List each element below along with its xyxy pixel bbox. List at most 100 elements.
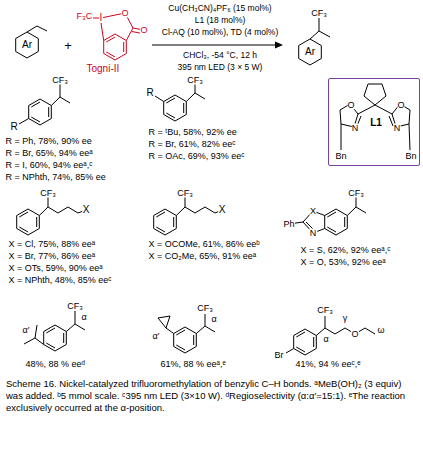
structure-stroke: [24, 311, 85, 345]
structure-stroke: [286, 316, 375, 353]
result-text: X = OCOMe, 61%, 86% eeᵇ: [148, 240, 260, 249]
structure-stroke: [294, 329, 317, 355]
atom-label: O: [347, 101, 354, 110]
result-text: R = I, 60%, 94% eeᵃ,ᶜ: [5, 161, 93, 170]
atom-label: O: [397, 101, 404, 110]
atom-label: Bn: [405, 152, 416, 161]
atom-label: R: [146, 88, 154, 98]
atom-label: CHCl₃, -54 °C, 12 h: [183, 51, 258, 60]
atom-label: +: [64, 39, 73, 52]
atom-label: Cl-AQ (10 mol%), TD (4 mol%): [161, 28, 279, 37]
structure-stroke: [158, 316, 174, 334]
result-text: X = OTs, 59%, 90% eeᵃ: [8, 264, 103, 273]
atom-label: α: [211, 315, 217, 324]
substrate-structure: [16, 26, 47, 58]
structure-stroke: [358, 105, 392, 114]
structure-stroke: [164, 95, 187, 121]
structure-stroke: [29, 99, 52, 125]
structure-stroke: [154, 209, 177, 235]
result-text: R = Br, 65%, 94% eeᵃ: [5, 149, 93, 158]
structure-stroke: [364, 84, 386, 105]
structure-stroke: [155, 84, 205, 102]
result-text: X = O, 53%, 92% eeᵃ: [300, 258, 386, 267]
atom-label: α: [81, 313, 87, 322]
atom-label: α′: [22, 326, 30, 335]
result-text: X = Cl, 75%, 88% eeᵃ: [8, 240, 96, 249]
ligand-name: L1: [370, 118, 382, 128]
reaction-arrow: [152, 42, 283, 49]
result-text: R = Ph, 78%, 90% ee: [5, 137, 92, 146]
atom-label: α′: [152, 332, 160, 341]
result-text: F₃C: [76, 12, 93, 21]
atom-label: CF₃: [187, 76, 204, 85]
atom-label: Ar: [305, 47, 316, 57]
product-structure: [299, 18, 330, 65]
atom-label: N: [394, 124, 401, 133]
structure-stroke: [325, 209, 348, 235]
result-text: Togni-II: [86, 64, 120, 74]
result-text: R = OAc, 69%, 93% eeᶜ: [148, 152, 245, 161]
structure-stroke: [104, 34, 127, 60]
atom-label: α: [323, 335, 329, 344]
substrate-structure: [24, 311, 375, 355]
structure-stroke: [16, 32, 39, 58]
result-text: X = CO₂Me, 65%, 91% eeᵃ: [148, 252, 257, 261]
atom-label: N: [309, 229, 317, 238]
result-text: R = Br, 61%, 82% eeᶜ: [148, 140, 236, 149]
structure-stroke: [39, 196, 86, 216]
structure-stroke: [347, 196, 366, 216]
atom-label: CF₃: [177, 189, 194, 198]
structure-stroke: [17, 209, 40, 235]
result-text: X = Br, 77%, 86% eeᵃ: [8, 252, 96, 261]
atom-label: X: [82, 205, 90, 215]
atom-label: O: [351, 330, 359, 339]
structure-stroke: [19, 84, 70, 124]
structure-stroke: [152, 45, 276, 46]
atom-label: CF₃: [348, 189, 365, 198]
structure-stroke: [176, 196, 222, 216]
atom-label: X: [309, 207, 316, 216]
atom-label: γ: [342, 314, 348, 323]
atom-label: CF₃: [317, 306, 334, 315]
atom-label: O: [121, 9, 129, 18]
structure-stroke: [44, 325, 67, 351]
ligand-structure: [340, 84, 410, 150]
atom-label: Br: [274, 351, 284, 360]
atom-label: Bn: [335, 152, 346, 161]
atom-label: ω: [377, 326, 385, 335]
result-text: 41%, 94 % eeᶜ,ᵉ: [295, 360, 361, 369]
ligand-box: L1 O N O N Bn Bn: [328, 78, 420, 166]
structure-stroke: [27, 26, 47, 32]
result-text: 48%, 88 % eeᵈ: [25, 360, 85, 369]
structure-stroke: [174, 327, 197, 353]
atom-label: CF₃: [40, 189, 57, 198]
atom-label: I: [99, 13, 103, 23]
atom-label: L1 (18 mol%): [194, 16, 246, 25]
atom-label: 395 nm LED (3 × 5 W): [177, 63, 263, 72]
atom-label: O: [140, 26, 148, 35]
atom-label: Cu(CH₃CN)₄PF₆ (15 mol%): [168, 4, 272, 13]
result-text: 61%, 88 % eeᵃ,ᵉ: [160, 360, 226, 369]
structure-stroke: [299, 39, 322, 65]
atom-label: R: [10, 122, 18, 132]
substrate-structure: [19, 84, 205, 125]
result-text: X = NPhth, 48%, 85% eeᶜ: [8, 276, 112, 285]
structure-stroke: [310, 18, 330, 39]
structure-stroke: [86, 13, 144, 41]
atom-label: CF₃: [67, 302, 84, 311]
atom-label: X: [218, 205, 226, 215]
result-text: X = S, 62%, 92% eeᵃ,ᶜ: [300, 246, 391, 255]
result-text: R = NPhth, 74%, 85% ee: [5, 173, 106, 182]
atom-label: CF₃: [311, 9, 328, 18]
caption: Scheme 16. Nickel-catalyzed trifluoromet…: [6, 378, 417, 414]
atom-label: Ar: [22, 40, 33, 50]
structure-stroke: [275, 42, 283, 49]
atom-label: CF₃: [197, 304, 214, 313]
atom-label: Ph: [283, 220, 295, 229]
result-text: R = ᵗBu, 58%, 92% ee: [148, 128, 237, 137]
atom-label: N: [352, 124, 359, 133]
structure-stroke: [389, 116, 393, 126]
togni-reagent: [86, 13, 144, 60]
atom-label: CF₃: [52, 76, 69, 85]
